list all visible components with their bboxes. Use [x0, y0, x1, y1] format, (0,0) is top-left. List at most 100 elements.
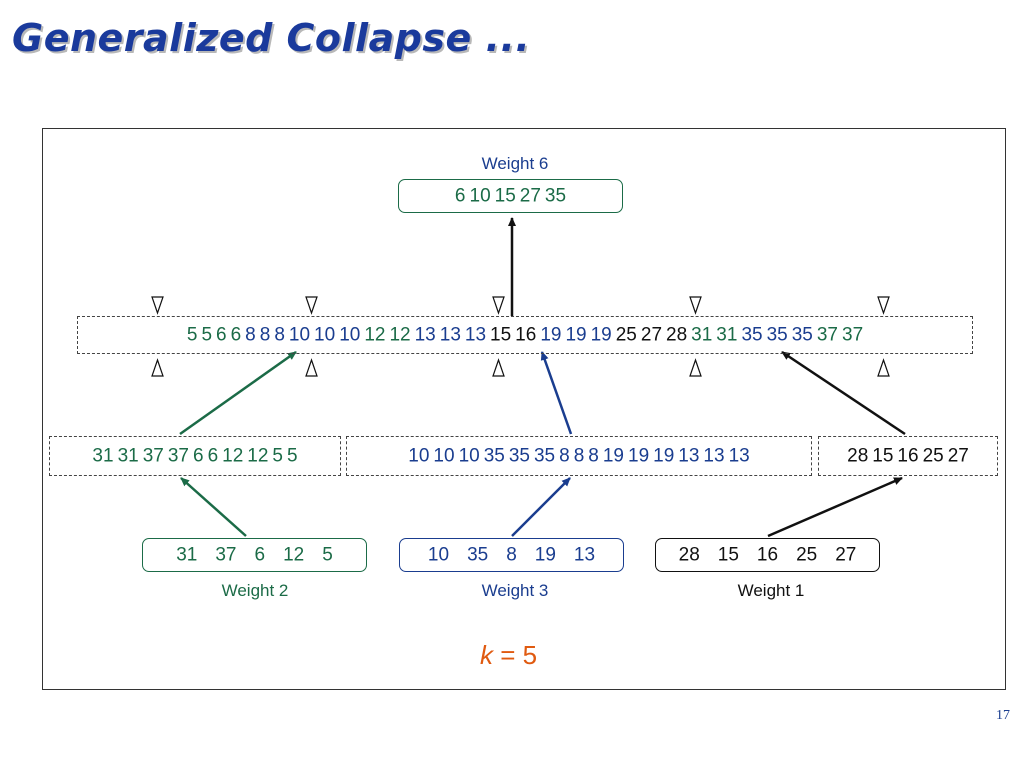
value-cell: 35: [544, 185, 567, 207]
value-cell: 8: [559, 445, 570, 467]
marker-up-2: [305, 358, 318, 377]
k-variable: k: [480, 640, 493, 670]
value-cell: 5: [322, 544, 333, 566]
merged-value-cell: 19: [565, 324, 587, 346]
merged-value-cell: 5: [186, 324, 198, 346]
merged-value-cell: 37: [816, 324, 838, 346]
value-cell: 15: [872, 445, 894, 467]
value-cell: 8: [588, 445, 599, 467]
value-cell: 19: [653, 445, 675, 467]
merged-value-cell: 13: [414, 324, 436, 346]
value-cell: 27: [947, 445, 969, 467]
arrow-weight1-to-expanded: [767, 476, 903, 538]
value-cell: 31: [117, 445, 139, 467]
arrow-weight3-to-expanded: [511, 477, 571, 537]
slide-title: Generalized Collapse ...: [12, 16, 531, 60]
value-cell: 10: [433, 445, 455, 467]
merged-value-cell: 6: [216, 324, 227, 346]
value-cell: 6: [192, 445, 204, 467]
merged-value-cell: 10: [288, 324, 311, 346]
up-triangles: [151, 358, 890, 377]
page-number: 17: [996, 708, 1010, 723]
merged-value-cell: 35: [766, 324, 788, 346]
merged-value-cell: 35: [791, 324, 813, 346]
value-cell: 31: [92, 445, 114, 467]
value-cell: 6: [207, 445, 219, 467]
value-cell: 13: [678, 445, 700, 467]
value-cell: 28: [678, 544, 700, 566]
k-value: = 5: [493, 640, 538, 670]
marker-up-3: [492, 358, 505, 377]
value-cell: 10: [408, 445, 430, 467]
merged-value-cell: 15: [490, 324, 512, 346]
merged-value-cell: 8: [274, 324, 285, 346]
value-cell: 25: [796, 544, 818, 566]
value-cell: 15: [717, 544, 739, 566]
merged-value-cell: 5: [201, 324, 213, 346]
value-cell: 5: [287, 445, 298, 467]
arrow-black-to-merged: [781, 350, 906, 436]
value-cell: 27: [835, 544, 857, 566]
bottom-box-weight3-label: Weight 3: [481, 581, 549, 600]
value-cell: 37: [142, 445, 164, 467]
merged-value-cell: 6: [230, 324, 242, 346]
value-cell: 27: [519, 185, 541, 207]
value-cell: 35: [508, 445, 530, 467]
merged-value-cell: 37: [842, 324, 864, 346]
value-cell: 5: [272, 445, 283, 467]
merged-value-cell: 19: [540, 324, 562, 346]
value-cell: 35: [533, 445, 556, 467]
value-cell: 35: [483, 445, 505, 467]
marker-down-1: [151, 296, 164, 315]
value-cell: 10: [469, 185, 491, 207]
arrow-green-to-merged: [179, 350, 297, 436]
arrow-blue-to-merged: [540, 351, 573, 435]
k-equation: k = 5: [480, 640, 537, 671]
value-cell: 31: [176, 544, 198, 566]
marker-down-2: [305, 296, 318, 315]
merged-value-cell: 28: [666, 324, 688, 346]
value-cell: 13: [703, 445, 725, 467]
value-cell: 16: [897, 445, 919, 467]
bottom-box-weight2-label: Weight 2: [221, 581, 289, 600]
value-cell: 19: [534, 544, 556, 566]
down-triangles: [151, 296, 890, 315]
merged-value-cell: 25: [615, 324, 637, 346]
merged-value-cell: 10: [314, 324, 336, 346]
merged-value-cell: 27: [640, 324, 663, 346]
value-cell: 12: [222, 445, 244, 467]
value-cell: 25: [922, 445, 944, 467]
value-cell: 37: [167, 445, 189, 467]
marker-up-5: [877, 358, 890, 377]
value-cell: 8: [573, 445, 585, 467]
value-cell: 6: [254, 544, 266, 566]
marker-up-4: [689, 358, 702, 377]
value-cell: 12: [283, 544, 305, 566]
value-cell: 19: [628, 445, 650, 467]
merged-value-cell: 13: [439, 324, 461, 346]
marker-down-4: [689, 296, 702, 315]
value-cell: 6: [454, 185, 466, 207]
marker-down-3: [492, 296, 505, 315]
diagram-frame: [42, 128, 1006, 690]
top-box-label: Weight 6: [481, 154, 549, 173]
merged-value-cell: 10: [339, 324, 361, 346]
value-cell: 13: [573, 544, 596, 566]
value-cell: 35: [467, 544, 489, 566]
merged-value-cell: 19: [590, 324, 612, 346]
